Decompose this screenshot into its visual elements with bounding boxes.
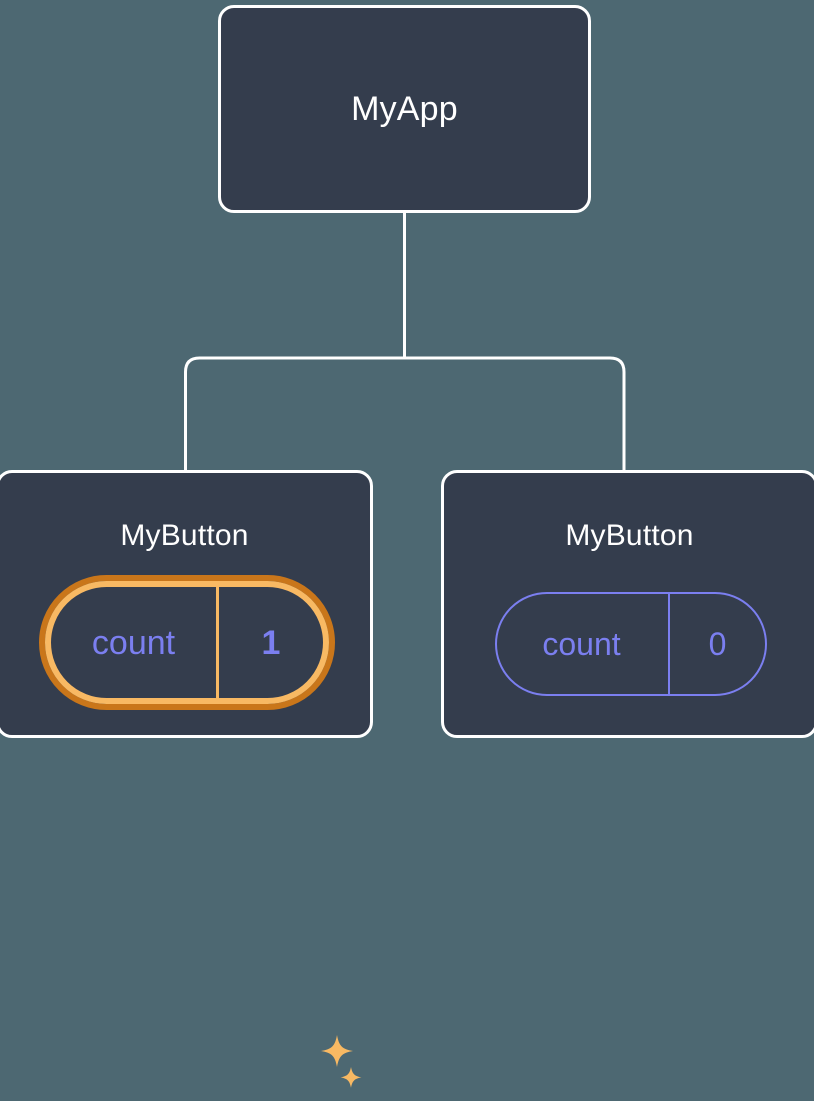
node-title: MyApp [351,90,458,128]
diagram-canvas: MyApp MyButton count 1 MyButton count 0 [0,5,814,1088]
state-value: 0 [708,626,727,662]
pill-outer-ring: count 1 [39,575,335,710]
state-pill-plain[interactable]: count 0 [495,592,767,696]
node-title: MyButton [120,519,249,552]
sparkle-group [321,1035,362,1088]
pill-inner-ring: count 1 [45,581,329,704]
state-key: count [497,594,670,694]
node-mybutton-left[interactable]: MyButton count 1 [0,470,373,1088]
sparkle-icon [321,1035,353,1067]
state-value: 1 [261,623,281,662]
node-myapp[interactable]: MyApp [218,5,591,213]
connector-lines [184,213,626,471]
sparkle-icon [340,1067,362,1088]
connector-branch [184,356,626,471]
state-pill-highlighted[interactable]: count 1 [39,575,335,710]
pill-outline: count 0 [495,592,767,696]
node-title: MyButton [565,519,694,552]
state-key: count [51,587,219,698]
node-mybutton-right[interactable]: MyButton count 0 [441,470,814,738]
